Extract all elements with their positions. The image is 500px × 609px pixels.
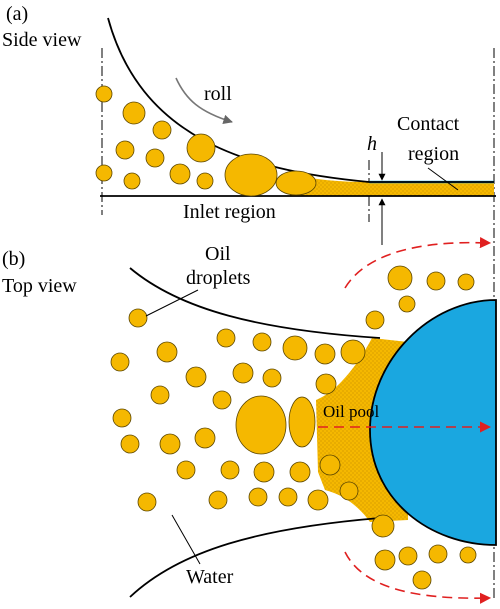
droplet — [196, 172, 214, 190]
flow-arrow-bottom — [344, 551, 492, 604]
droplet — [224, 153, 278, 197]
droplet — [212, 390, 232, 410]
roll-label: roll — [204, 83, 232, 105]
droplet — [365, 310, 385, 330]
droplet — [319, 454, 341, 476]
droplet — [156, 341, 178, 363]
contact-leader — [427, 167, 459, 191]
roll-edge-top — [129, 267, 381, 339]
droplet — [95, 164, 113, 182]
droplet — [145, 148, 165, 168]
droplet — [314, 343, 336, 365]
droplet — [235, 395, 287, 455]
side-view-label: Side view — [2, 29, 82, 51]
droplet — [253, 461, 275, 483]
droplets-side — [95, 85, 317, 197]
water-label: Water — [186, 566, 234, 588]
droplet — [95, 85, 113, 103]
contact-label-2: region — [408, 143, 459, 165]
droplet — [185, 366, 207, 388]
droplet — [428, 544, 448, 564]
oil-droplets-label-2: droplets — [186, 267, 251, 289]
droplet — [248, 487, 268, 507]
droplet — [232, 362, 254, 384]
panel-b-tag: (b) — [2, 248, 25, 270]
droplet — [398, 295, 416, 313]
droplet — [340, 339, 366, 365]
contact-label-1: Contact — [397, 113, 460, 135]
droplet — [152, 120, 172, 140]
droplet — [374, 549, 396, 571]
droplet — [120, 434, 140, 454]
droplet — [216, 328, 236, 348]
droplet — [176, 460, 196, 480]
h-label: h — [367, 133, 377, 155]
panel-b: (b) Top view Oil droplets Oil pool Water — [2, 237, 497, 604]
droplet — [282, 335, 308, 361]
oil-pool-label: Oil pool — [323, 402, 379, 421]
droplet — [208, 490, 228, 510]
droplet — [159, 433, 181, 455]
droplet — [252, 332, 272, 352]
droplet — [459, 546, 477, 564]
droplet — [457, 273, 475, 291]
droplet — [307, 489, 329, 511]
droplets-top — [110, 265, 477, 590]
oil-film-wedge — [290, 174, 494, 196]
droplet — [339, 481, 359, 501]
droplet — [426, 271, 446, 291]
droplet — [186, 133, 216, 163]
droplet — [112, 408, 132, 428]
droplet — [150, 385, 170, 405]
inlet-region-label: Inlet region — [183, 201, 276, 223]
droplet — [169, 163, 191, 185]
panel-a-tag: (a) — [6, 3, 28, 25]
droplet — [288, 396, 316, 448]
droplet — [278, 487, 298, 507]
roll-edge-bottom — [129, 517, 381, 598]
droplet — [387, 265, 413, 291]
oil-droplets-label-1: Oil — [205, 243, 231, 265]
top-view-label: Top view — [2, 275, 77, 297]
droplet — [289, 461, 311, 483]
droplet — [412, 570, 432, 590]
droplet — [220, 460, 240, 480]
roll-arrow — [175, 77, 233, 125]
droplet — [115, 140, 135, 160]
droplet — [315, 373, 337, 395]
droplet — [123, 172, 141, 190]
droplet — [194, 427, 216, 449]
droplet — [110, 352, 130, 372]
droplet — [371, 514, 395, 538]
droplet — [122, 101, 146, 125]
droplet — [275, 170, 317, 196]
water-leader — [171, 514, 201, 565]
droplet — [398, 546, 418, 566]
oil-droplets-leader — [145, 289, 199, 317]
contact-zone — [369, 299, 497, 546]
droplet — [262, 368, 282, 388]
droplet — [137, 492, 157, 512]
flow-arrow-top — [344, 237, 492, 289]
droplet — [128, 308, 148, 328]
panel-a: (a) Side view roll h Contact region Inle… — [2, 3, 496, 600]
